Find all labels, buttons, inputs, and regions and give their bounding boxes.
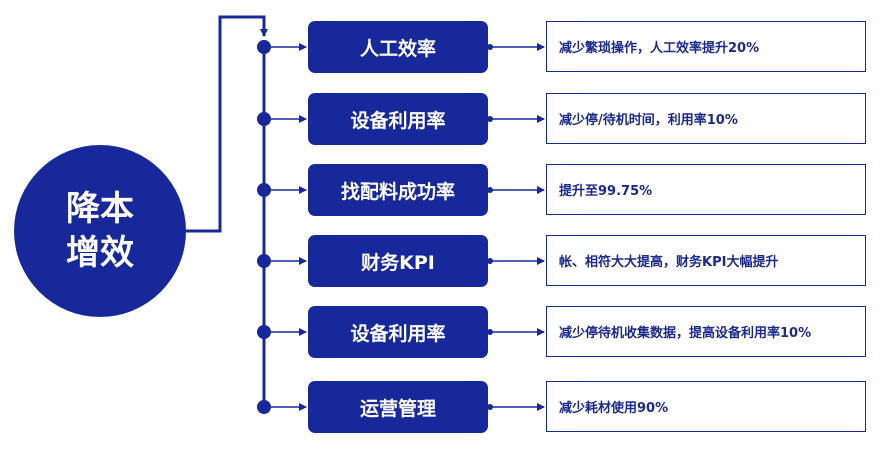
description-box-5: 减少停待机收集数据，提高设备利用率10%	[546, 306, 866, 357]
category-label: 财务KPI	[361, 251, 435, 274]
category-box-2: 设备利用率	[308, 93, 488, 145]
root-link-line	[186, 15, 268, 233]
description-text: 提升至99.75%	[559, 184, 653, 199]
root-label: 降本增效	[66, 189, 134, 273]
branch-dot-3	[257, 183, 271, 197]
category-box-4: 财务KPI	[308, 235, 488, 287]
description-box-4: 帐、相符大大提高，财务KPI大幅提升	[546, 235, 866, 286]
category-box-6: 运营管理	[308, 381, 488, 433]
description-text: 帐、相符大大提高，财务KPI大幅提升	[559, 255, 779, 270]
branch-dot-6	[257, 400, 271, 414]
description-box-2: 减少停/待机时间，利用率10%	[546, 93, 866, 144]
category-label: 找配料成功率	[340, 180, 455, 203]
category-label: 设备利用率	[350, 109, 446, 132]
description-text: 减少停/待机时间，利用率10%	[559, 113, 738, 128]
description-text: 减少耗材使用90%	[559, 401, 669, 416]
branch-dot-1	[257, 40, 271, 54]
root-node: 降本增效	[14, 145, 186, 317]
description-box-6: 减少耗材使用90%	[546, 381, 866, 432]
description-text: 减少停待机收集数据，提高设备利用率10%	[559, 326, 812, 341]
description-text: 减少繁琐操作，人工效率提升20%	[559, 41, 760, 56]
branch-dot-2	[257, 112, 271, 126]
category-box-5: 设备利用率	[308, 306, 488, 358]
category-box-1: 人工效率	[308, 21, 488, 73]
description-box-3: 提升至99.75%	[546, 164, 866, 215]
description-box-1: 减少繁琐操作，人工效率提升20%	[546, 21, 866, 72]
branch-dot-4	[257, 254, 271, 268]
category-label: 运营管理	[359, 397, 436, 420]
category-label: 人工效率	[359, 37, 436, 60]
category-box-3: 找配料成功率	[308, 164, 488, 216]
category-label: 设备利用率	[350, 322, 446, 345]
branch-dot-5	[257, 325, 271, 339]
